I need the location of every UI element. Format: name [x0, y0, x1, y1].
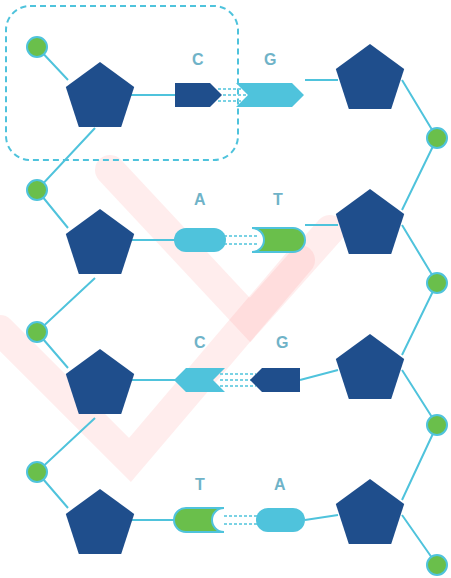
phosphate — [427, 415, 447, 435]
sugar — [66, 209, 134, 274]
sugar — [66, 44, 404, 554]
base — [174, 228, 226, 252]
hydrogen-bond-shadow — [224, 516, 258, 524]
phosphate — [27, 462, 47, 482]
phosphate — [27, 180, 47, 200]
sugar — [336, 44, 404, 109]
sugar — [66, 489, 134, 554]
watermark — [0, 260, 300, 460]
backbone — [130, 95, 175, 520]
sugar — [66, 62, 134, 127]
base-letter: A — [274, 477, 286, 493]
sugar — [336, 334, 404, 399]
base — [250, 368, 300, 392]
backbone — [300, 80, 338, 520]
backbone — [402, 80, 437, 565]
base-letter: G — [264, 52, 276, 68]
base-letter: G — [276, 335, 288, 351]
base — [174, 83, 305, 532]
base-letter: T — [273, 192, 283, 208]
hydrogen-bond — [224, 516, 258, 524]
base — [236, 83, 304, 107]
phosphate — [27, 322, 47, 342]
base-letter: C — [192, 52, 204, 68]
phosphate — [27, 37, 47, 57]
phosphate — [427, 128, 447, 148]
phosphate — [427, 555, 447, 575]
watermark — [110, 170, 330, 320]
nucleotide-highlight — [6, 6, 238, 160]
base — [174, 508, 224, 532]
hydrogen-bond — [224, 236, 258, 244]
base — [174, 368, 225, 392]
backbone — [37, 47, 437, 565]
sugar — [336, 479, 404, 544]
hydrogen-bond-shadow — [218, 89, 258, 524]
hydrogen-bond — [218, 89, 258, 524]
base — [175, 83, 222, 107]
phosphate — [427, 273, 447, 293]
base — [252, 228, 305, 252]
sugar — [66, 349, 134, 414]
sugar — [336, 189, 404, 254]
base-letter: A — [194, 192, 206, 208]
base-letter: T — [195, 477, 205, 493]
phosphate — [27, 37, 447, 575]
hydrogen-bond-shadow — [224, 236, 258, 244]
base-letter: C — [194, 335, 206, 351]
watermark — [0, 170, 330, 460]
base — [256, 508, 305, 532]
